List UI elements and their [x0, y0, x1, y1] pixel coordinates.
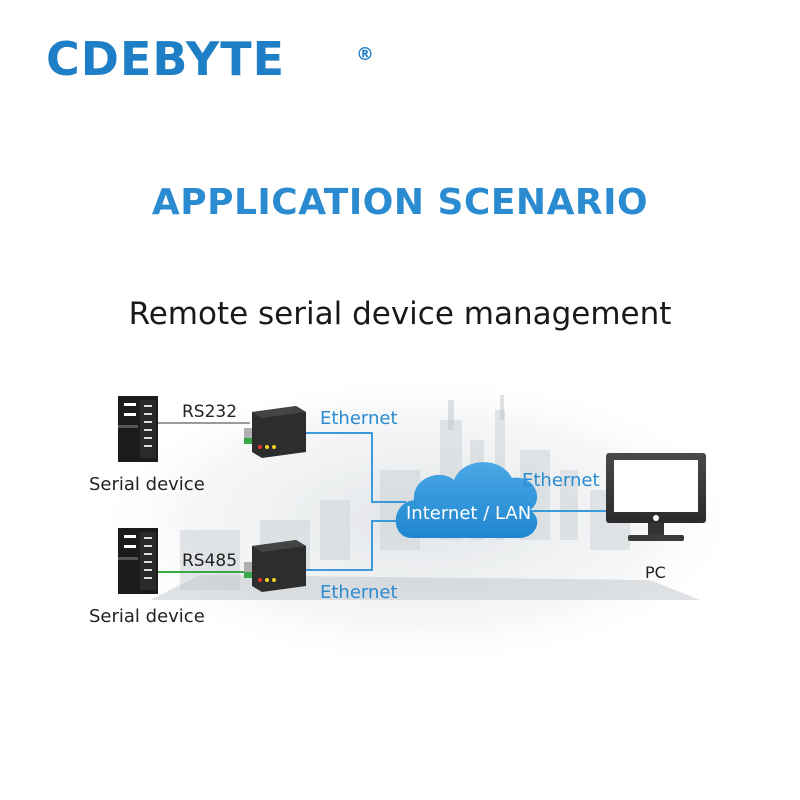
registered-mark: ®	[356, 44, 374, 65]
serial-device-2	[118, 528, 158, 594]
page-subheading: Remote serial device management	[128, 296, 672, 332]
rs485-label: RS485	[182, 551, 237, 571]
ethernet-label-pc: Ethernet	[522, 470, 600, 491]
serial-server-module-2	[244, 540, 306, 592]
cloud-label: Internet / LAN	[406, 503, 531, 524]
serial-device-label-1: Serial device	[89, 474, 205, 495]
pc-monitor-icon	[606, 453, 706, 541]
serial-server-module-1	[244, 406, 306, 458]
ethernet-label-1: Ethernet	[320, 408, 398, 429]
ethernet-line-1	[305, 432, 406, 503]
page-heading: APPLICATION SCENARIO	[151, 182, 649, 223]
internet-cloud-icon	[395, 462, 538, 539]
rs232-label: RS232	[182, 402, 237, 422]
serial-device-label-2: Serial device	[89, 606, 205, 627]
serial-device-1	[118, 396, 158, 462]
ethernet-label-2: Ethernet	[320, 582, 398, 603]
pc-label: PC	[645, 563, 666, 582]
brand-logo: CDEBYTE	[46, 32, 286, 86]
ethernet-line-2	[305, 520, 406, 571]
